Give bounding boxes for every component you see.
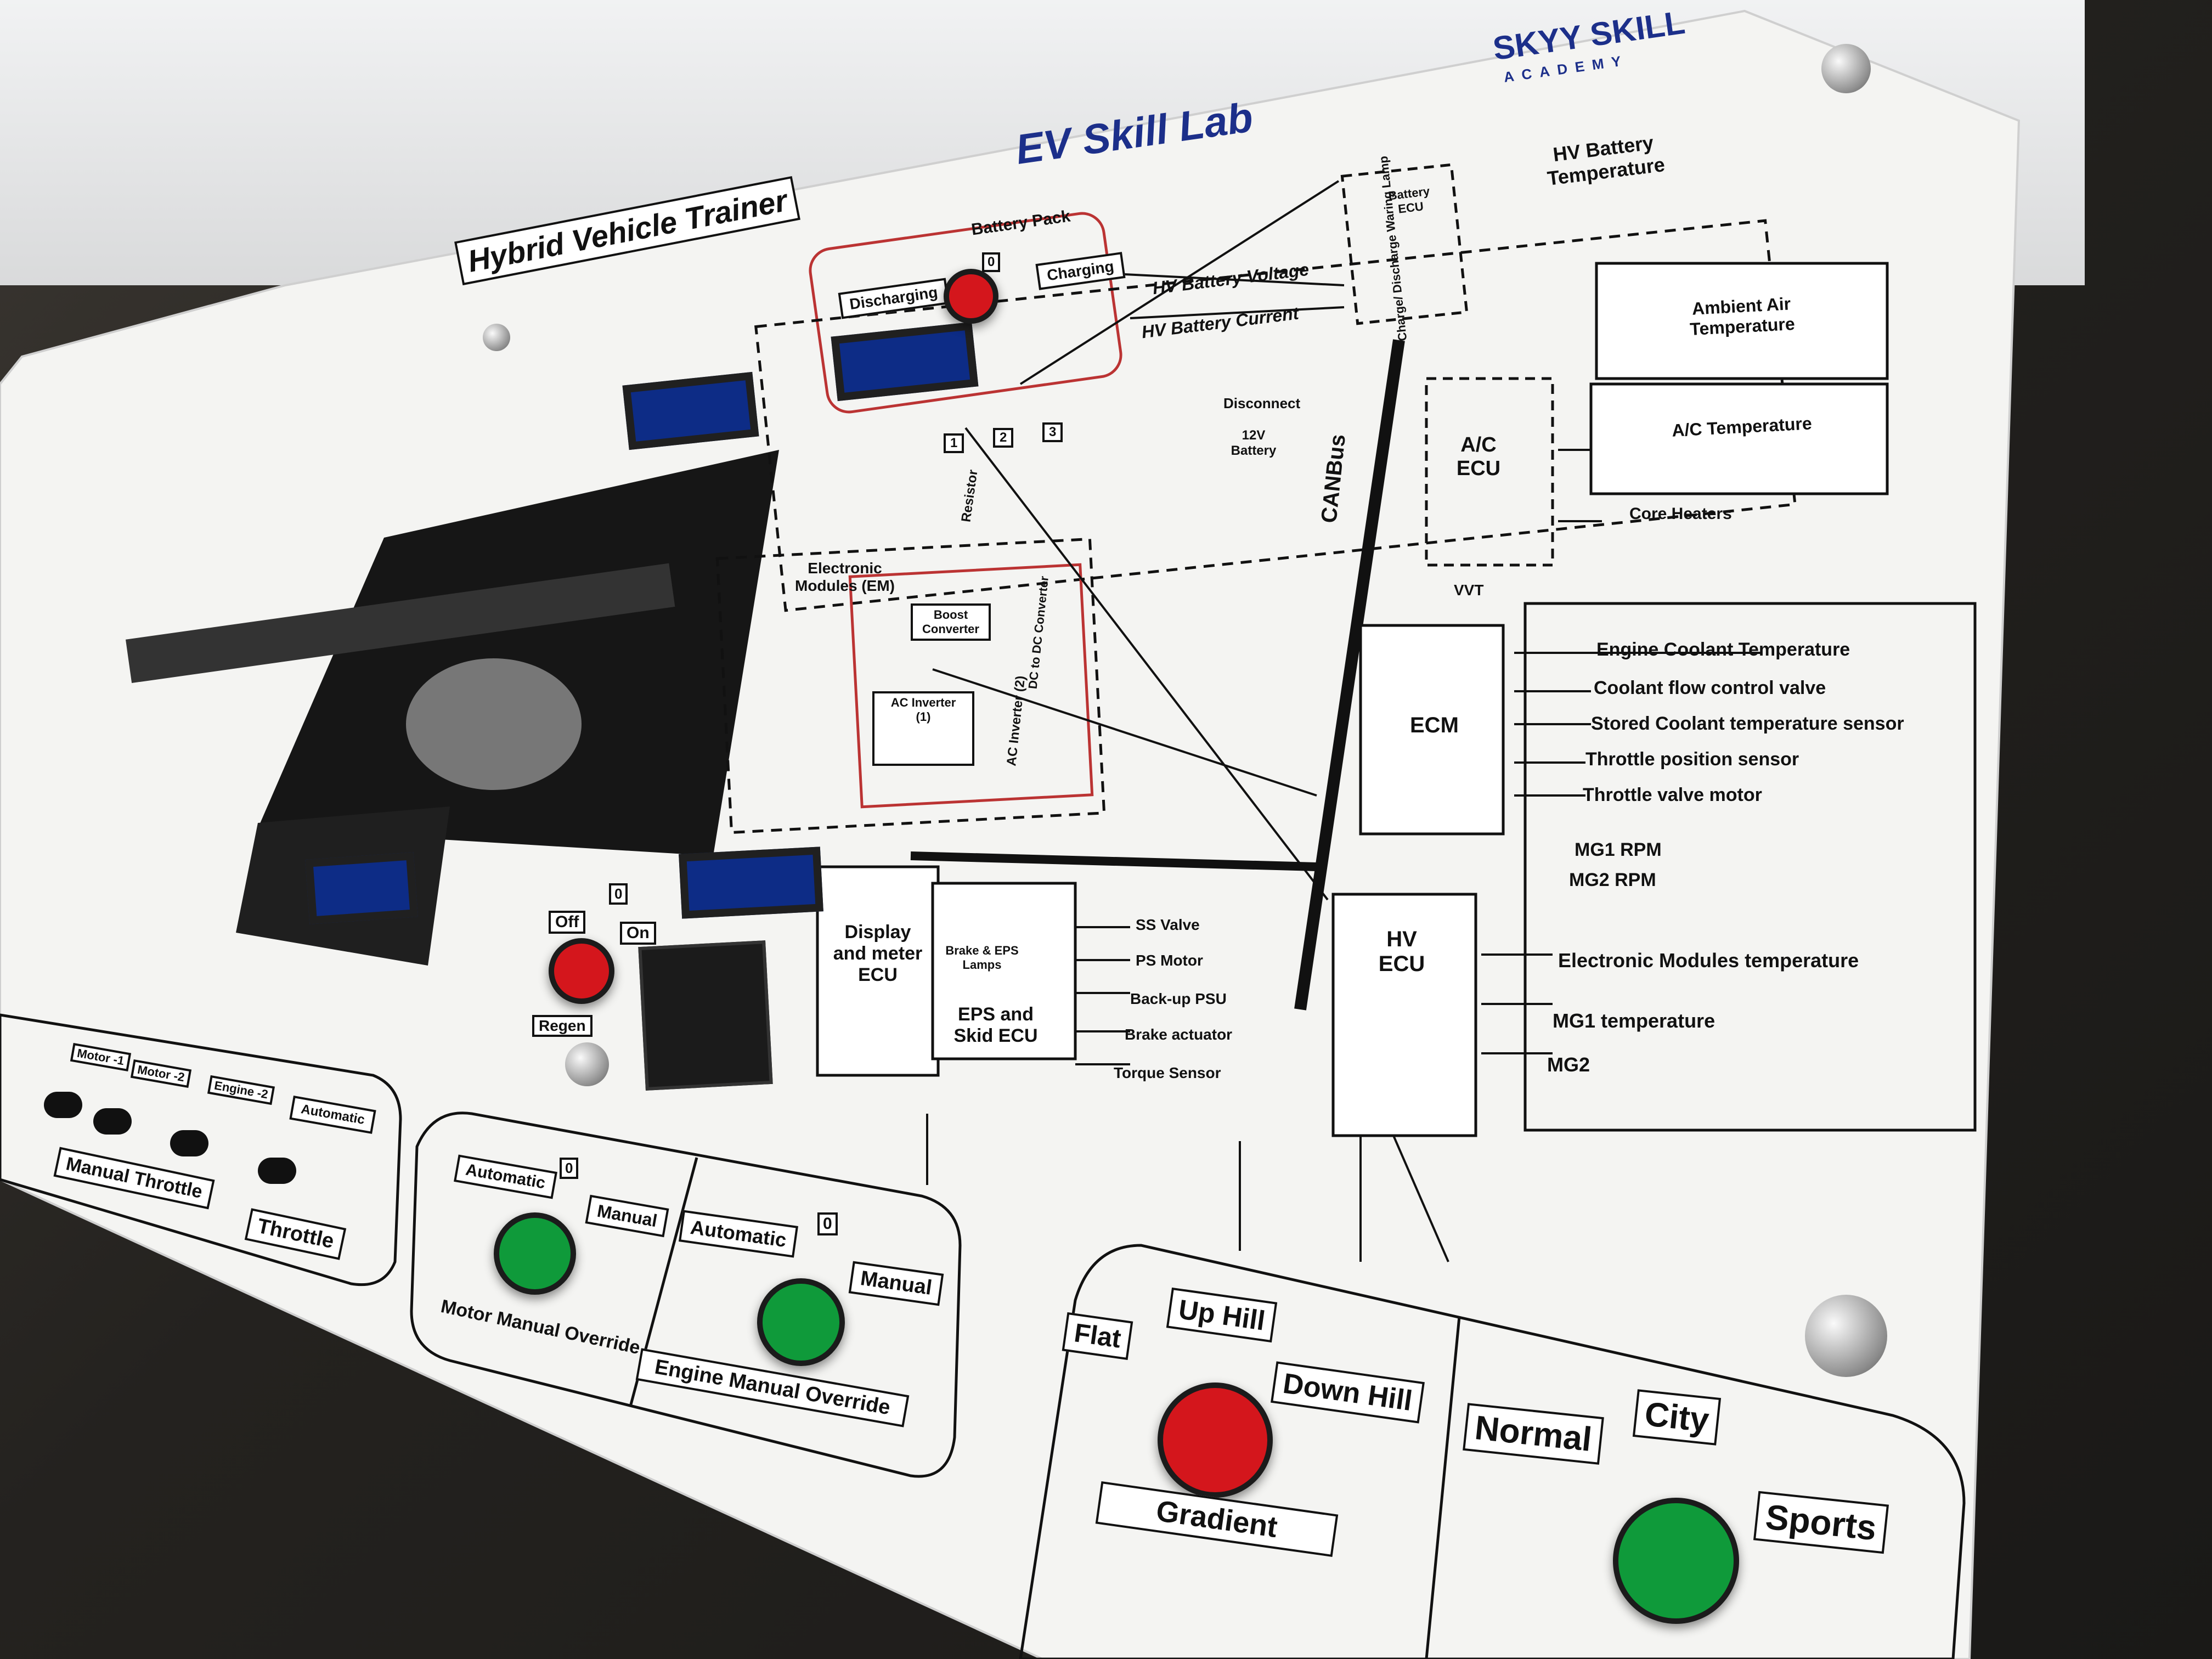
hv-ecu-label: HV ECU bbox=[1378, 927, 1425, 976]
ecm-input-1: Coolant flow control valve bbox=[1594, 678, 1826, 698]
relay-2: 2 bbox=[993, 428, 1014, 448]
ecm-label: ECM bbox=[1410, 713, 1459, 737]
drive-city: City bbox=[1632, 1389, 1722, 1446]
power-off-label: Off bbox=[549, 911, 586, 934]
brake-eps-lamps: Brake & EPS Lamps bbox=[945, 944, 1019, 972]
drive-mode-knob[interactable] bbox=[1613, 1498, 1739, 1624]
relay-3: 3 bbox=[1042, 422, 1063, 442]
relay-1: 1 bbox=[944, 433, 964, 453]
engine-override-zero: 0 bbox=[817, 1212, 838, 1235]
eps-skid-ecu: EPS and Skid ECU bbox=[953, 1004, 1038, 1046]
ac-inverter-1: AC Inverter (1) bbox=[872, 691, 974, 766]
power-switch-knob[interactable] bbox=[549, 938, 614, 1004]
eps-input-2: Back-up PSU bbox=[1130, 990, 1227, 1007]
hv-input-0: MG1 RPM bbox=[1575, 839, 1662, 860]
electronic-modules-label: Electronic Modules (EM) bbox=[795, 560, 895, 594]
regen-capacitor bbox=[638, 940, 773, 1091]
lcd-top-left bbox=[622, 371, 759, 450]
display-meter-ecu: Display and meter ECU bbox=[833, 922, 923, 985]
motor-override-zero: 0 bbox=[560, 1158, 579, 1179]
vvt-label: VVT bbox=[1454, 582, 1484, 599]
motor1-toggle[interactable] bbox=[44, 1092, 82, 1118]
motor2-toggle[interactable] bbox=[93, 1108, 132, 1135]
eps-input-1: PS Motor bbox=[1136, 952, 1203, 969]
eps-input-0: SS Valve bbox=[1136, 916, 1200, 933]
disconnect-label: Disconnect bbox=[1223, 395, 1301, 411]
ecm-input-2: Stored Coolant temperature sensor bbox=[1591, 713, 1904, 734]
ecm-input-0: Engine Coolant Temperature bbox=[1596, 639, 1850, 660]
throttle-automatic-toggle[interactable] bbox=[258, 1158, 296, 1184]
ecm-input-3: Throttle position sensor bbox=[1585, 749, 1799, 770]
battery-zero-label: 0 bbox=[982, 252, 1001, 272]
screw-bottom-right bbox=[1805, 1295, 1887, 1377]
battery-mode-knob[interactable] bbox=[944, 269, 998, 324]
regen-button[interactable] bbox=[565, 1042, 609, 1086]
gradient-knob[interactable] bbox=[1158, 1383, 1273, 1498]
hv-input-4: MG2 bbox=[1547, 1053, 1590, 1076]
ac-ecu: A/C ECU bbox=[1456, 433, 1501, 480]
lcd-center bbox=[679, 847, 823, 919]
engine-override-knob[interactable] bbox=[757, 1278, 845, 1366]
hv-input-2: Electronic Modules temperature bbox=[1558, 949, 1859, 972]
engine2-toggle[interactable] bbox=[170, 1130, 208, 1156]
screw-top-right bbox=[1821, 44, 1871, 93]
lcd-left bbox=[305, 852, 418, 924]
hv-input-1: MG2 RPM bbox=[1569, 870, 1656, 890]
battery-12v-label: 12V Battery bbox=[1231, 428, 1277, 458]
core-heaters: Core Heaters bbox=[1629, 505, 1732, 523]
eps-input-3: Brake actuator bbox=[1125, 1026, 1233, 1043]
ecm-input-4: Throttle valve motor bbox=[1583, 785, 1762, 805]
motor-override-knob[interactable] bbox=[494, 1212, 576, 1295]
eps-input-4: Torque Sensor bbox=[1114, 1064, 1221, 1081]
power-on-label: On bbox=[620, 922, 656, 945]
boost-converter: Boost Converter bbox=[911, 603, 991, 641]
hv-input-3: MG1 temperature bbox=[1553, 1009, 1716, 1032]
power-zero-label: 0 bbox=[609, 883, 628, 905]
regen-label: Regen bbox=[532, 1015, 592, 1037]
screw-top-left bbox=[483, 324, 510, 351]
